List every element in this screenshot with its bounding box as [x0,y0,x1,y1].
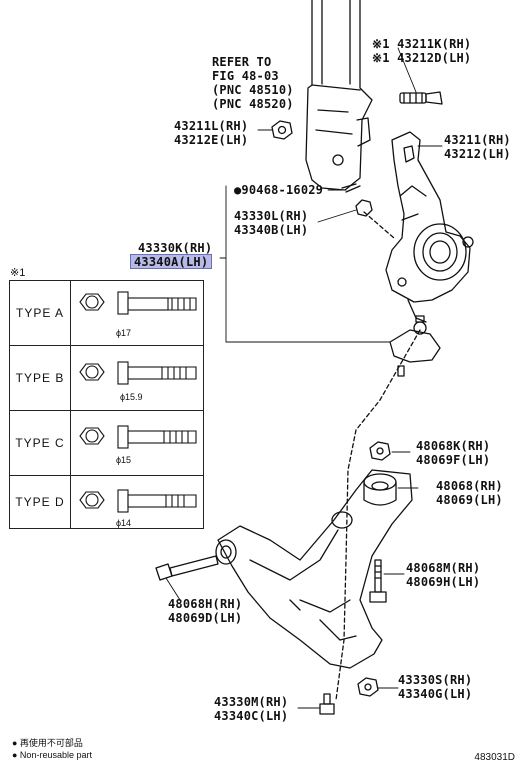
part-label-43211[interactable]: 43211(RH) [444,133,511,147]
type-d-bolt-drawing [79,489,197,513]
type-a-bolt-drawing [79,291,197,315]
type-b-bolt-drawing [79,361,197,385]
type-a-diameter: ϕ17 [116,328,132,338]
part-label-48068[interactable]: 48068(RH) [436,479,503,493]
type-d-diameter: ϕ14 [116,518,132,528]
type-c-label: TYPE C [10,411,71,475]
shock-absorber-drawing [305,0,373,191]
bolt-48068m-drawing [369,559,387,603]
refer-line-2[interactable]: FIG 48-03 [212,69,279,83]
part-label-43212[interactable]: 43212(LH) [444,147,511,161]
part-label-43212d[interactable]: ※1 43212D(LH) [372,51,472,65]
castle-nut-drawing [355,199,373,217]
type-c-bolt-drawing [79,425,197,449]
part-label-43330s[interactable]: 43330S(RH) [398,673,473,687]
part-label-48069f[interactable]: 48069F(LH) [416,453,491,467]
part-label-90468[interactable]: ●90468-16029 [234,183,324,197]
bolt-48068h-drawing [155,555,219,581]
type-d-label: TYPE D [10,476,71,528]
type-a-label: TYPE A [10,281,71,345]
type-row-a: TYPE A [9,280,204,346]
type-c-diameter: ϕ15 [116,455,132,465]
type-bolt-drawings [79,291,197,513]
refer-line-4: (PNC 48520) [212,97,294,111]
part-label-43340a-highlighted[interactable]: 43340A(LH) [129,254,213,269]
legend-line-english: ● Non-reusable part [12,750,92,760]
part-label-48069h[interactable]: 48069H(LH) [406,575,481,589]
part-label-43212e[interactable]: 43212E(LH) [174,133,249,147]
ball-joint-drawing [389,315,441,377]
bolt-43211k-drawing [399,91,443,105]
nut-43330s-drawing [357,677,379,697]
part-label-43340g[interactable]: 43340G(LH) [398,687,473,701]
nut-48068k-drawing [369,441,391,461]
part-label-48069d[interactable]: 48069D(LH) [168,611,243,625]
cotter-pin-drawing [341,183,361,193]
part-label-48068k[interactable]: 48068K(RH) [416,439,491,453]
type-b-label: TYPE B [10,346,71,410]
part-label-43211k[interactable]: ※1 43211K(RH) [372,37,472,51]
refer-line-1: REFER TO [212,55,272,69]
part-label-48068m[interactable]: 48068M(RH) [406,561,481,575]
type-row-c: TYPE C [9,410,204,476]
lower-control-arm-drawing [215,469,413,669]
part-label-43330m[interactable]: 43330M(RH) [214,695,289,709]
part-label-43330l[interactable]: 43330L(RH) [234,209,309,223]
type-table-note: ※1 [10,267,26,279]
nut-43211l-drawing [271,120,293,140]
bolt-43330m-drawing [319,693,335,715]
part-label-43330k[interactable]: 43330K(RH) [138,241,213,255]
part-label-43211l[interactable]: 43211L(RH) [174,119,249,133]
bushing-48068-drawing [363,473,397,506]
figure-code: 483031D [474,752,515,763]
type-b-diameter: ϕ15.9 [120,392,143,402]
part-label-43340b[interactable]: 43340B(LH) [234,223,309,237]
type-row-d: TYPE D [9,475,204,529]
steering-knuckle-drawing [385,131,474,323]
refer-line-3: (PNC 48510) [212,83,294,97]
legend-line-japanese: ● 再使用不可部品 [12,738,83,748]
part-label-48068h[interactable]: 48068H(RH) [168,597,243,611]
part-label-48069[interactable]: 48069(LH) [436,493,503,507]
type-row-b: TYPE B [9,345,204,411]
part-label-43340c[interactable]: 43340C(LH) [214,709,289,723]
